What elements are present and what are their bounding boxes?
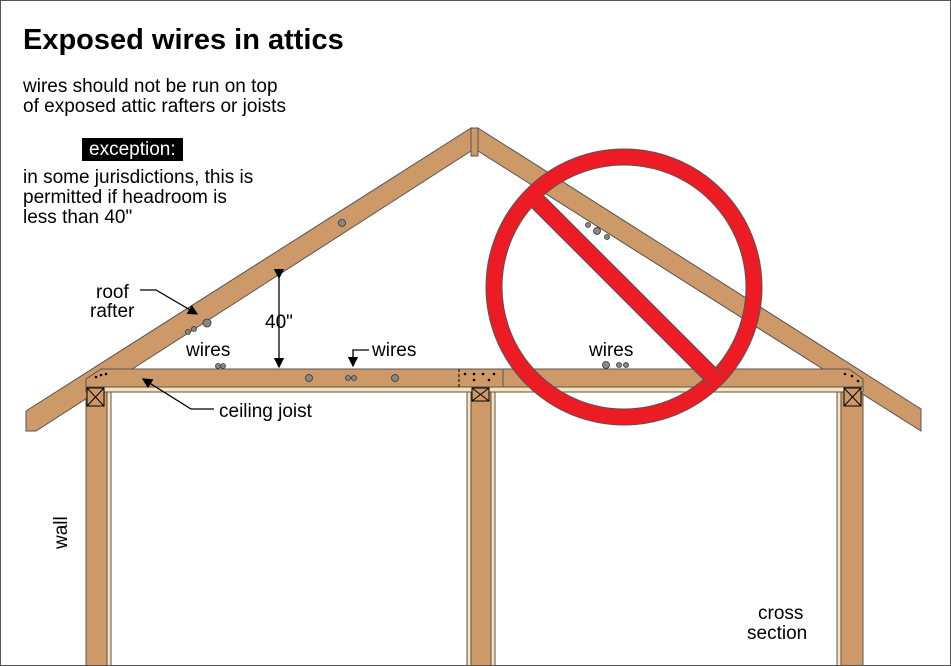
roof-rafter-label-2: rafter (90, 301, 135, 322)
blocking (86, 387, 862, 407)
exception-line-3: less than 40" (23, 207, 133, 228)
exception-line-2: permitted if headroom is (23, 187, 227, 208)
exception-badge: exception: (82, 138, 183, 161)
wire-cables (185, 219, 629, 382)
cross-section-label-1: cross (758, 603, 804, 624)
wires-label-right: wires (589, 340, 634, 361)
nail-dots (94, 372, 860, 383)
prohibition-icon (485, 148, 763, 426)
left-roof-rafter (25, 127, 472, 432)
ceiling-joist (85, 368, 864, 388)
wall-label: wall (51, 516, 72, 549)
rule-line-2: of exposed attic rafters or joists (23, 96, 286, 117)
exception-line-1: in some jurisdictions, this is (23, 167, 254, 188)
headroom-label: 40" (265, 312, 293, 333)
cross-section-label-2: section (747, 623, 808, 644)
roof-rafter-label-1: roof (96, 282, 129, 303)
wires-label-middle: wires (372, 340, 417, 361)
diagram-title: Exposed wires in attics (23, 24, 344, 56)
leader-lines (140, 268, 369, 410)
ceiling-joist-label: ceiling joist (219, 401, 312, 422)
ridge-board (470, 127, 479, 157)
wires-label-left: wires (186, 340, 231, 361)
rule-line-1: wires should not be run on top (23, 76, 278, 97)
